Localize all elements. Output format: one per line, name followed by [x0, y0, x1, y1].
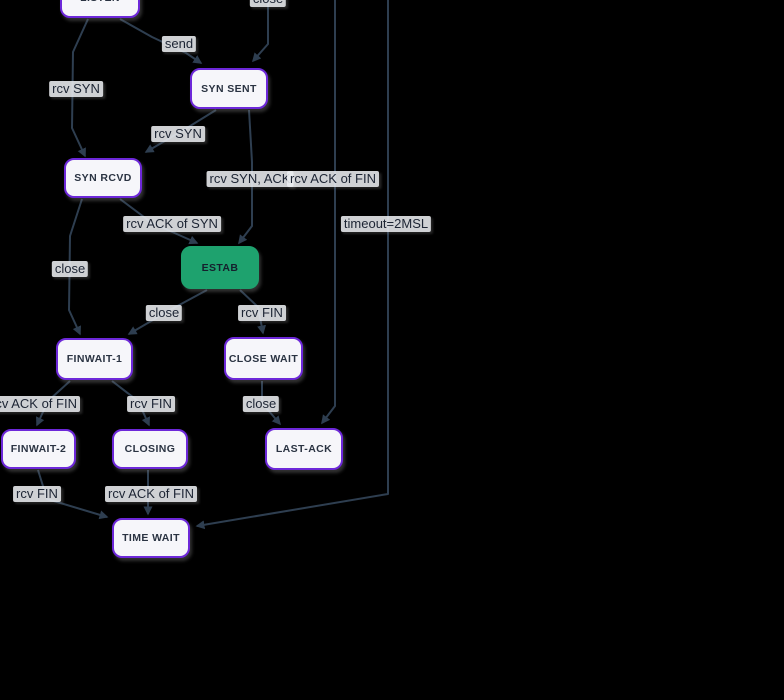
- edge-label: rcv SYN: [49, 81, 103, 97]
- state-node-syn-sent[interactable]: SYN SENT: [190, 68, 268, 109]
- edge-timeout-2msl-to-time-wait: [195, 0, 389, 530]
- edge-label: send: [161, 36, 197, 52]
- state-node-finwait-1[interactable]: FINWAIT-1: [56, 338, 133, 380]
- edge-syn-sent-to-estab: [238, 109, 253, 245]
- edge-label: rcv FIN: [238, 305, 286, 321]
- edge-label: close: [242, 396, 280, 412]
- edge-label: rcv ACK of FIN: [105, 486, 197, 502]
- state-node-finwait-2[interactable]: FINWAIT-2: [1, 429, 76, 469]
- state-node-time-wait[interactable]: TIME WAIT: [112, 518, 190, 558]
- state-node-last-ack[interactable]: LAST-ACK: [265, 428, 343, 470]
- edge-label: rcv ACK of SYN: [123, 216, 221, 232]
- edge-label: close: [249, 0, 287, 7]
- edge-label: timeout=2MSL: [340, 216, 432, 232]
- edge-label: rcv SYN: [151, 126, 205, 142]
- edge-label: close: [51, 261, 89, 277]
- edge-label: rcv FIN: [13, 486, 61, 502]
- state-node-estab[interactable]: ESTAB: [181, 246, 259, 289]
- edge-label: rcv FIN: [127, 396, 175, 412]
- state-node-close-wait[interactable]: CLOSE WAIT: [224, 337, 303, 380]
- edge-label: rcv ACK of FIN: [287, 171, 379, 187]
- state-node-listen[interactable]: LISTEN: [60, 0, 140, 18]
- edge-label: close: [145, 305, 183, 321]
- edge-close-to-syn-sent: [252, 0, 269, 63]
- state-node-syn-rcvd[interactable]: SYN RCVD: [64, 158, 142, 198]
- state-node-closing[interactable]: CLOSING: [112, 429, 188, 469]
- edge-label: rcv ACK of FIN: [0, 396, 80, 412]
- edge-label: rcv SYN, ACK: [206, 171, 294, 187]
- edge-rcv-ack-of-fin-to-last-ack: [321, 0, 336, 425]
- edges-group: [36, 0, 389, 530]
